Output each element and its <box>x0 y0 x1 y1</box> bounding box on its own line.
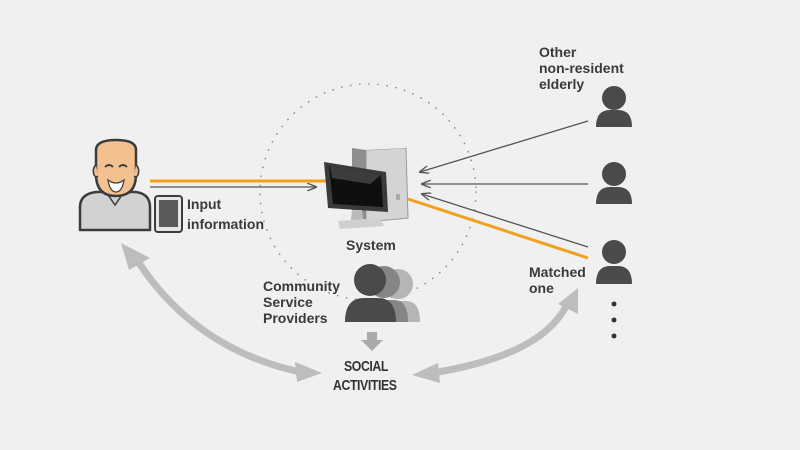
input-label-line2: information <box>187 216 264 232</box>
person-icon <box>596 240 632 284</box>
matched-line <box>407 197 589 260</box>
curve-arrow-right <box>412 288 578 383</box>
curve-arrow-left <box>121 243 322 382</box>
input-label-line1: Input <box>187 196 222 212</box>
other-elderly-label-line1: Other <box>539 44 577 60</box>
matched-label-line2: one <box>529 280 554 296</box>
person-icon <box>596 162 632 204</box>
other-elderly-label-line3: elderly <box>539 76 585 92</box>
elderly-person-icon <box>78 138 152 232</box>
other-elderly-label-line2: non-resident <box>539 60 624 76</box>
computer-icon <box>324 144 409 229</box>
more-dots <box>611 301 617 339</box>
social-activities-line1: SOCIAL <box>344 358 389 375</box>
tablet-icon <box>154 195 183 233</box>
arrow-from-other-1 <box>420 120 589 172</box>
down-arrow-icon <box>361 332 383 351</box>
community-label-line3: Providers <box>263 310 328 326</box>
arrow-from-matched <box>422 194 589 248</box>
matched-label-line1: Matched <box>529 264 586 280</box>
community-label-line2: Service <box>263 294 313 310</box>
dotted-system-boundary <box>259 83 477 301</box>
community-label-line1: Community <box>263 278 340 294</box>
person-icon <box>596 86 632 127</box>
people-group-icon <box>345 264 420 322</box>
system-label: System <box>346 237 396 253</box>
social-activities-line2: ACTIVITIES <box>333 377 397 394</box>
